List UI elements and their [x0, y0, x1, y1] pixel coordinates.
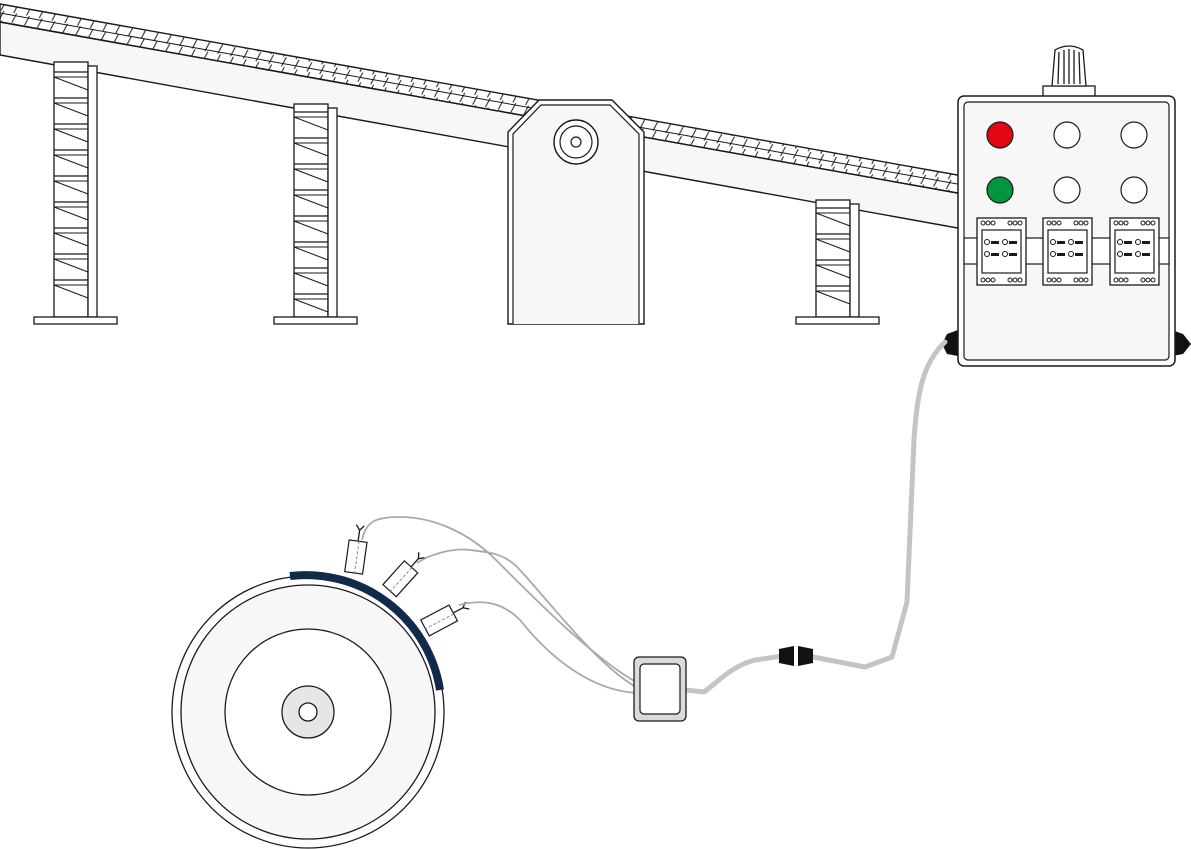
indicator-light-green: [986, 176, 1014, 204]
relay-module: [976, 217, 1027, 286]
belt-pulley-wheel: [171, 571, 445, 849]
belt-sensor: [382, 552, 425, 598]
relay-module: [1109, 217, 1160, 286]
support-leg: [273, 103, 358, 325]
main-cable: [683, 339, 948, 695]
cable-connector: [779, 646, 813, 666]
support-leg: [33, 61, 118, 325]
belt-frame: [0, 21, 964, 230]
indicator-light: [1120, 176, 1148, 204]
relay-module: [1042, 217, 1093, 286]
control-panel: [942, 95, 1191, 367]
indicator-light: [1053, 176, 1081, 204]
indicator-light: [1120, 121, 1148, 149]
belt-sensor: [419, 601, 470, 637]
cable-gland: [942, 330, 958, 356]
belt-band: [289, 571, 444, 691]
signal-beacon: [1042, 45, 1096, 98]
belt-sensor: [344, 524, 368, 575]
indicator-light: [1053, 121, 1081, 149]
junction-box: [633, 656, 687, 722]
sensor-wiring: [361, 516, 637, 694]
cable-gland: [1172, 330, 1191, 356]
drive-pulley-housing: [507, 99, 645, 325]
support-leg: [795, 199, 880, 325]
conveyor-belt: [0, 3, 964, 230]
indicator-light-red: [986, 121, 1014, 149]
